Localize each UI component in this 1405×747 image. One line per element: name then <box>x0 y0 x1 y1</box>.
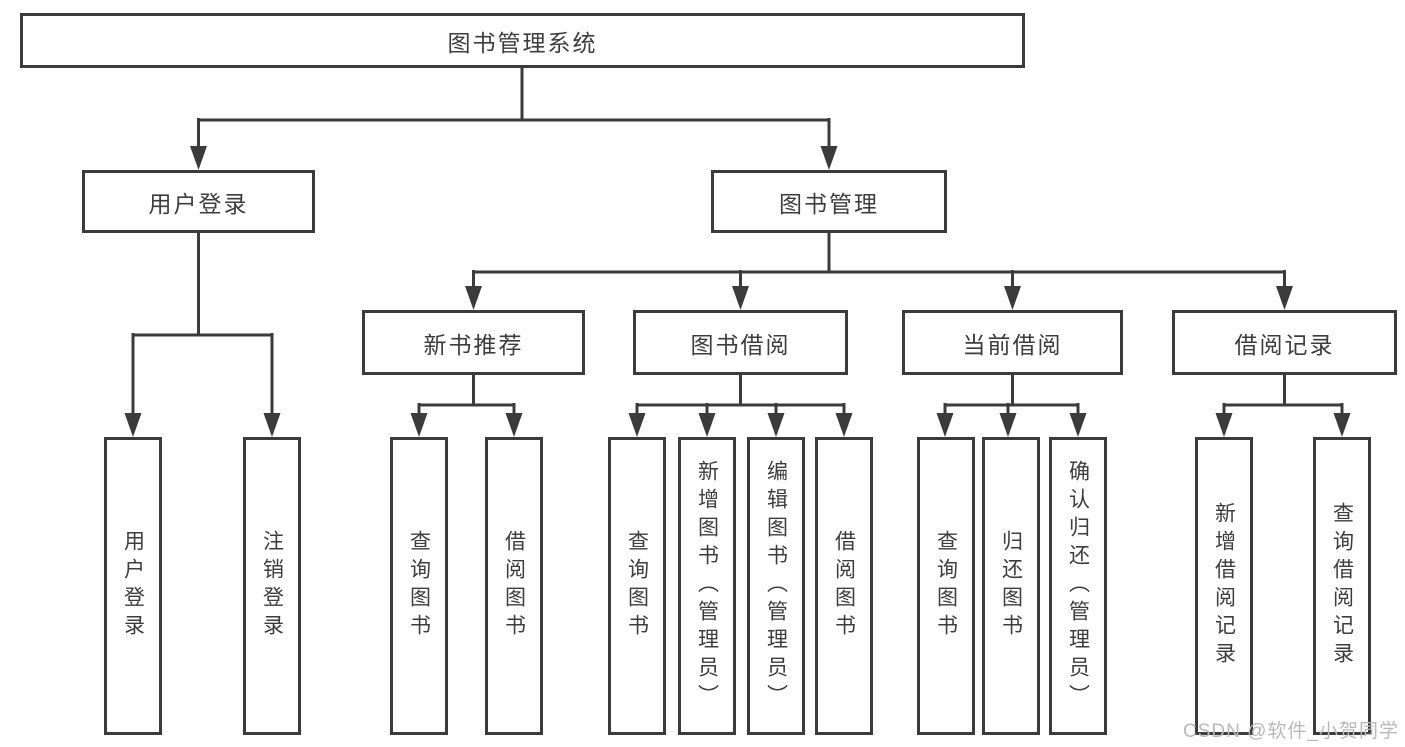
connector-bookmgmt-to-level3 <box>465 233 1293 310</box>
node-user-login-label: 用户登录 <box>148 190 249 217</box>
leaf-query-borrow-record-label: 查询借阅记录 <box>1330 502 1354 670</box>
leaf-logout-label: 注销登录 <box>260 530 284 642</box>
leaf-borrow-books-label: 借阅图书 <box>832 530 856 642</box>
node-book-management-label: 图书管理 <box>779 190 879 217</box>
leaf-edit-books-admin: 编辑图书（管理员） <box>747 437 805 735</box>
leaf-add-borrow-record-label: 新增借阅记录 <box>1212 502 1236 670</box>
leaf-newrec-query-books: 查询图书 <box>390 437 448 735</box>
node-book-borrow-label: 图书借阅 <box>690 331 791 358</box>
node-current-borrow: 当前借阅 <box>902 310 1123 375</box>
leaf-confirm-return-admin: 确认归还（管理员） <box>1049 437 1107 735</box>
leaf-add-books-admin: 新增图书（管理员） <box>678 437 736 735</box>
node-borrow-records-label: 借阅记录 <box>1234 331 1335 358</box>
leaf-user-login-label: 用户登录 <box>121 530 145 642</box>
connector-currentborrow-to-leaves <box>936 375 1087 437</box>
leaf-add-books-admin-label: 新增图书（管理员） <box>695 460 719 712</box>
leaf-current-query-books: 查询图书 <box>917 437 975 735</box>
node-user-login: 用户登录 <box>82 170 315 233</box>
leaf-newrec-borrow-books-label: 借阅图书 <box>502 530 526 642</box>
watermark: CSDN @软件_小贺同学 <box>1183 721 1399 742</box>
leaf-confirm-return-admin-label: 确认归还（管理员） <box>1066 460 1090 712</box>
node-new-book-recommend-label: 新书推荐 <box>423 331 524 358</box>
connector-newbookrec-to-leaves <box>410 375 523 437</box>
node-new-book-recommend: 新书推荐 <box>362 310 585 375</box>
node-root: 图书管理系统 <box>20 13 1025 68</box>
leaf-return-books: 归还图书 <box>982 437 1040 735</box>
connector-bookborrow-to-leaves <box>628 375 853 437</box>
leaf-query-borrow-record: 查询借阅记录 <box>1313 437 1371 735</box>
node-book-borrow: 图书借阅 <box>633 310 848 375</box>
leaf-user-login: 用户登录 <box>104 437 162 735</box>
leaf-edit-books-admin-label: 编辑图书（管理员） <box>764 460 788 712</box>
leaf-newrec-borrow-books: 借阅图书 <box>485 437 543 735</box>
leaf-return-books-label: 归还图书 <box>999 530 1023 642</box>
leaf-logout: 注销登录 <box>243 437 301 735</box>
leaf-borrow-query-books-label: 查询图书 <box>625 530 649 642</box>
node-current-borrow-label: 当前借阅 <box>962 331 1063 358</box>
node-book-management: 图书管理 <box>711 170 947 233</box>
connector-root-to-level2 <box>190 68 838 170</box>
leaf-newrec-query-books-label: 查询图书 <box>407 530 431 642</box>
connector-userlogin-to-leaves <box>124 233 281 437</box>
leaf-borrow-query-books: 查询图书 <box>608 437 666 735</box>
node-root-label: 图书管理系统 <box>447 29 598 56</box>
connector-borrowrecords-to-leaves <box>1215 375 1351 437</box>
node-borrow-records: 借阅记录 <box>1172 310 1397 375</box>
leaf-current-query-books-label: 查询图书 <box>934 530 958 642</box>
leaf-borrow-books: 借阅图书 <box>815 437 873 735</box>
leaf-add-borrow-record: 新增借阅记录 <box>1195 437 1253 735</box>
